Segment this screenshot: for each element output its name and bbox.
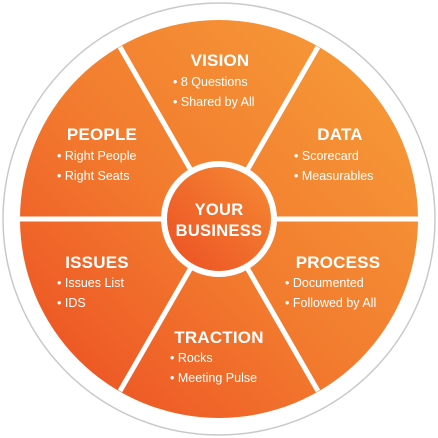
segment-title-issues: ISSUES (65, 253, 129, 272)
center-label-line2: BUSINESS (176, 222, 263, 240)
center-hub (167, 167, 271, 271)
segment-title-process: PROCESS (296, 253, 381, 272)
segment-title-data: DATA (317, 125, 363, 144)
segment-item-data-1: • Scorecard (294, 149, 359, 163)
segment-item-vision-2: • Shared by All (173, 95, 255, 109)
segment-process: PROCESS • Documented • Followed by All (285, 253, 380, 310)
segment-item-vision-1: • 8 Questions (173, 75, 248, 89)
segment-item-people-2: • Right Seats (57, 169, 129, 183)
segment-data: DATA • Scorecard • Measurables (294, 125, 373, 183)
segment-item-traction-1: • Rocks (170, 351, 213, 365)
segment-traction: TRACTION • Rocks • Meeting Pulse (170, 328, 264, 385)
center-label-line1: YOUR (195, 201, 244, 219)
segment-title-traction: TRACTION (174, 328, 263, 347)
segment-item-process-1: • Documented (285, 276, 364, 290)
segment-vision: VISION • 8 Questions • Shared by All (173, 51, 255, 109)
segment-item-traction-2: • Meeting Pulse (170, 371, 257, 385)
segment-item-issues-2: • IDS (57, 296, 86, 310)
segment-issues: ISSUES • Issues List • IDS (57, 253, 129, 310)
segment-item-people-1: • Right People (57, 149, 136, 163)
segment-people: PEOPLE • Right People • Right Seats (57, 125, 137, 183)
segment-item-issues-1: • Issues List (57, 276, 124, 290)
segment-title-people: PEOPLE (67, 125, 137, 144)
segment-title-vision: VISION (191, 51, 250, 70)
segment-item-process-2: • Followed by All (285, 296, 376, 310)
segment-item-data-2: • Measurables (294, 169, 373, 183)
